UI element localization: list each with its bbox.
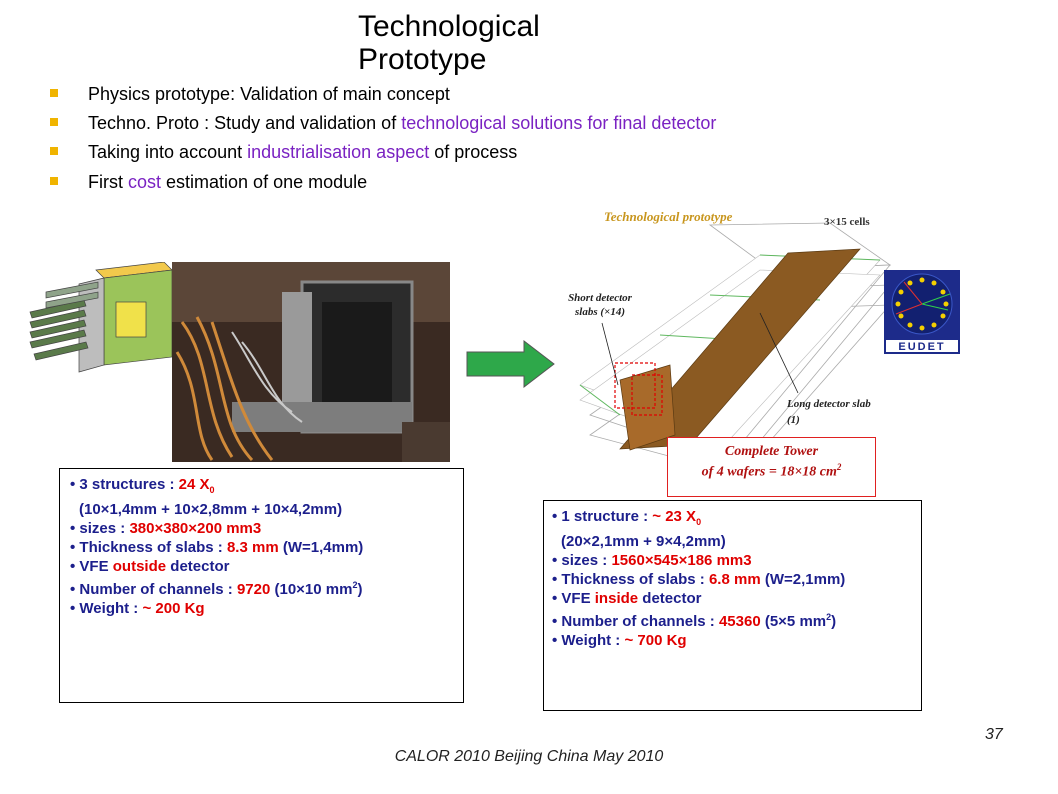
right-arrow-icon — [466, 340, 555, 388]
physics-prototype-specs: • 3 structures : 24 X0 (10×1,4mm + 10×2,… — [59, 468, 464, 703]
bullet-highlight: technological solutions for final detect… — [401, 113, 717, 133]
spec-layers: (20×2,1mm + 9×4,2mm) — [561, 533, 726, 550]
tower-label-line1: Complete Tower — [724, 444, 819, 459]
bullet-text: Physics prototype: Validation of main co… — [88, 84, 450, 104]
bullet-text: First — [88, 172, 128, 192]
spec-layers: (10×1,4mm + 10×2,8mm + 10×4,2mm) — [79, 501, 343, 518]
spec-structures: • 1 structure : ~ 23 X0 — [552, 508, 702, 527]
spec-weight: • Weight : ~ 700 Kg — [552, 632, 687, 649]
bullet-highlight: cost — [128, 172, 162, 192]
spec-thickness: • Thickness of slabs : 8.3 mm (W=1,4mm) — [70, 539, 364, 556]
label-short-slabs-line1: Short detector — [568, 292, 633, 304]
spec-thickness: • Thickness of slabs : 6.8 mm (W=2,1mm) — [552, 571, 846, 588]
physics-prototype-sketch — [29, 262, 173, 373]
spec-channels: • Number of channels : 9720 (10×10 mm2) — [70, 580, 363, 598]
bullet-text: Taking into account — [88, 142, 248, 162]
spec-vfe: • VFE inside detector — [552, 590, 702, 607]
technological-prototype-specs: • 1 structure : ~ 23 X0 (20×2,1mm + 9×4,… — [543, 500, 922, 711]
label-cells: 3×15 cells — [824, 216, 870, 228]
bullet-marker — [50, 177, 58, 185]
complete-tower-callout: Complete Tower of 4 wafers = 18×18 cm2 — [667, 437, 876, 497]
bullet-marker — [50, 147, 58, 155]
footer-text: CALOR 2010 Beijing China May 2010 — [394, 748, 664, 765]
spec-sizes: • sizes : 380×380×200 mm3 — [70, 520, 262, 537]
tower-label-line2: of 4 wafers = 18×18 cm2 — [701, 462, 842, 480]
spec-weight: • Weight : ~ 200 Kg — [70, 600, 205, 617]
spec-sizes: • sizes : 1560×545×186 mm3 — [552, 552, 752, 569]
spec-channels: • Number of channels : 45360 (5×5 mm2) — [552, 612, 837, 630]
label-long-slab-line2: (1) — [787, 414, 800, 426]
slide-title: Technological Prototype — [358, 10, 540, 76]
spec-vfe: • VFE outside detector — [70, 558, 230, 575]
label-short-slabs-line2: slabs (×14) — [574, 306, 625, 318]
bullet-text: Techno. Proto : Study and validation of — [88, 113, 402, 133]
bullet-marker — [50, 118, 58, 126]
bullet-text-tail: estimation of one module — [161, 172, 368, 192]
label-technological-prototype: Technological prototype — [604, 209, 733, 224]
label-long-slab-line1: Long detector slab — [786, 398, 871, 410]
bullet-text-tail: of process — [429, 142, 518, 162]
spec-structures: • 3 structures : 24 X0 — [70, 476, 215, 495]
bullet-highlight: industrialisation aspect — [247, 142, 430, 162]
bullet-marker — [50, 89, 58, 97]
technological-prototype-diagram: Technological prototype 3×15 cells Short… — [568, 209, 892, 476]
physics-prototype-photo — [172, 262, 450, 462]
eudet-logo-text: EUDET — [898, 341, 945, 353]
page-number: 37 — [985, 726, 1003, 743]
eudet-logo: EUDET — [884, 270, 960, 354]
